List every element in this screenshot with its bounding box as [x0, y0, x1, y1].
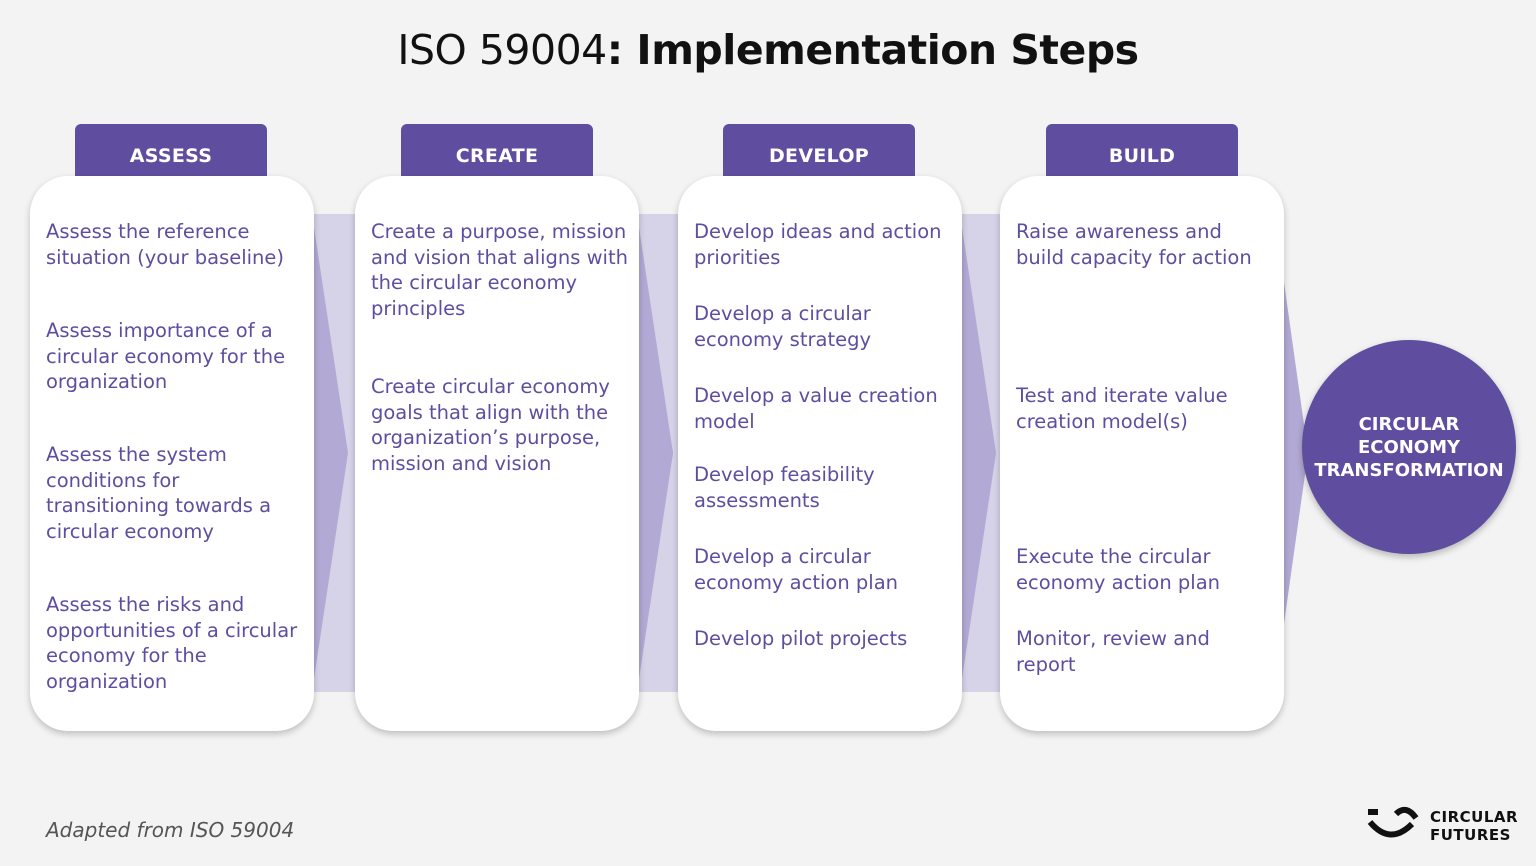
circular-futures-logo-icon	[1366, 806, 1422, 846]
chevron-arrow-3	[960, 214, 1000, 692]
step-item: Develop feasibility assessments	[694, 463, 875, 512]
step-item: Create circular economy goals that align…	[371, 375, 610, 476]
step-item: Develop pilot projects	[694, 627, 908, 650]
step-card-assess: Assess the reference situation (your bas…	[30, 176, 314, 731]
chevron-arrow-1	[312, 214, 352, 692]
outcome-line: TRANSFORMATION	[1314, 459, 1504, 481]
logo-line: FUTURES	[1430, 826, 1511, 844]
step-label-develop: DEVELOP	[723, 124, 915, 182]
logo-text: CIRCULAR FUTURES	[1430, 808, 1518, 844]
step-label-assess: ASSESS	[75, 124, 267, 182]
title-bold: : Implementation Steps	[606, 26, 1139, 74]
source-footnote: Adapted from ISO 59004	[46, 818, 295, 842]
step-item: Create a purpose, mission and vision tha…	[371, 220, 628, 321]
circular-futures-logo: CIRCULAR FUTURES	[1366, 806, 1518, 846]
step-item: Assess the system conditions for transit…	[46, 443, 272, 544]
step-card-develop: Develop ideas and action priorities Deve…	[678, 176, 962, 731]
outcome-circle: CIRCULAR ECONOMY TRANSFORMATION	[1302, 340, 1516, 554]
step-item: Develop ideas and action priorities	[694, 220, 942, 269]
step-item: Raise awareness and build capacity for a…	[1016, 220, 1252, 269]
outcome-line: ECONOMY	[1357, 436, 1461, 458]
step-label-create: CREATE	[401, 124, 593, 182]
page-title: ISO 59004: Implementation Steps	[0, 26, 1536, 74]
step-item: Assess importance of a circular economy …	[46, 319, 286, 394]
step-item: Monitor, review and report	[1016, 627, 1210, 676]
step-item: Develop a circular economy action plan	[694, 545, 898, 594]
step-item: Execute the circular economy action plan	[1016, 545, 1220, 594]
title-regular: ISO 59004	[397, 26, 607, 74]
step-item: Assess the reference situation (your bas…	[46, 220, 285, 269]
step-item: Test and iterate value creation model(s)	[1016, 384, 1228, 433]
step-item: Assess the risks and opportunities of a …	[46, 593, 298, 694]
chevron-arrow-4	[1282, 268, 1322, 638]
step-card-build: Raise awareness and build capacity for a…	[1000, 176, 1284, 731]
outcome-line: CIRCULAR	[1358, 413, 1460, 435]
step-item: Develop a value creation model	[694, 384, 938, 433]
chevron-arrow-2	[637, 214, 677, 692]
logo-line: CIRCULAR	[1430, 808, 1519, 826]
step-item: Develop a circular economy strategy	[694, 302, 872, 351]
step-label-build: BUILD	[1046, 124, 1238, 182]
step-card-create: Create a purpose, mission and vision tha…	[355, 176, 639, 731]
